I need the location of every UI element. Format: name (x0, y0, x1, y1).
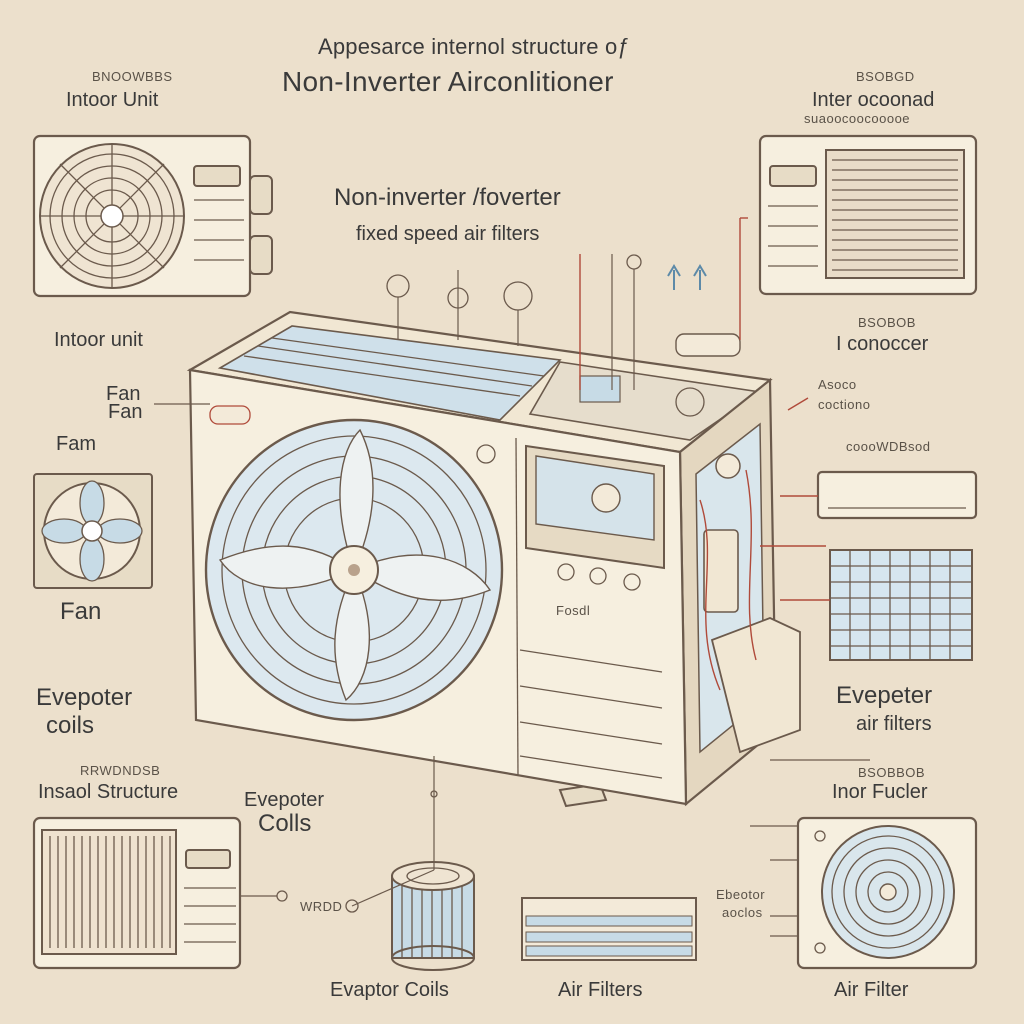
center-line-2: fixed speed air filters (356, 223, 540, 245)
label-top-right-1: Inter ocoonad (812, 89, 935, 111)
leader-lines (154, 397, 870, 937)
label-right-7b: aoclos (722, 905, 763, 920)
main-unit (186, 310, 801, 808)
label-inside: Insaol Structure (38, 781, 179, 803)
title-line-2: Non-Inverter Airconlitioner (282, 66, 614, 97)
label-evap-mid-1: Evepoter (244, 789, 325, 811)
label-fan-a: Fan (106, 383, 141, 405)
top-symbols (386, 217, 748, 390)
label-bottom-filters: Air Filters (558, 979, 643, 1001)
bottom-right-unit (796, 816, 978, 970)
fan-box (33, 473, 153, 589)
label-right-3b: coctiono (818, 397, 871, 412)
label-right-7a: Ebeotor (716, 887, 766, 902)
right-panel-unit (816, 470, 978, 520)
label-evap-mid-2: Colls (258, 810, 312, 837)
label-top-right-2: suaoocoocooooe (804, 111, 911, 126)
label-indoor-unit: Intoor unit (54, 329, 143, 351)
center-line-1: Non-inverter /foverter (334, 184, 561, 211)
label-fan-b: Fan (108, 401, 143, 423)
label-fan-c: Fam (56, 433, 96, 455)
title-line-1: Appesarce internol structure oƒ (318, 34, 630, 59)
label-right-evap-2: air filters (856, 713, 932, 735)
bottom-filter-panel (521, 897, 697, 961)
label-right-evap-1: Evepeter (836, 682, 933, 709)
label-bottom-evap: Evaptor Coils (330, 979, 449, 1001)
label-right-3a: Asoco (818, 377, 857, 392)
label-top-left: Intoor Unit (66, 89, 159, 111)
top-left-unit (32, 134, 273, 298)
label-right-small-1: BSOBOB (858, 315, 916, 330)
label-bottom-filter: Air Filter (834, 979, 909, 1001)
right-filter-grid (829, 549, 973, 661)
top-right-unit (758, 134, 978, 296)
label-mid-small: WRDD (300, 899, 343, 914)
label-top-left-small: BNOOWBBS (92, 69, 173, 84)
label-evap-left-1: Evepoter (36, 684, 133, 711)
label-inside-small: RRWDNDSB (80, 763, 161, 778)
label-panel-text: Fosdl (556, 603, 591, 618)
bottom-coil-cylinder (391, 861, 475, 971)
label-evap-left-2: coils (46, 712, 95, 739)
label-top-right-small: BSOBGD (856, 69, 915, 84)
bottom-left-unit (32, 816, 288, 970)
label-right-2: I conoccer (836, 333, 929, 355)
label-right-6: Inor Fucler (832, 781, 928, 803)
label-right-4: coooWDBsod (846, 439, 931, 454)
label-fan-d: Fan (60, 598, 102, 625)
label-right-small-2: BSOBBOB (858, 765, 926, 780)
